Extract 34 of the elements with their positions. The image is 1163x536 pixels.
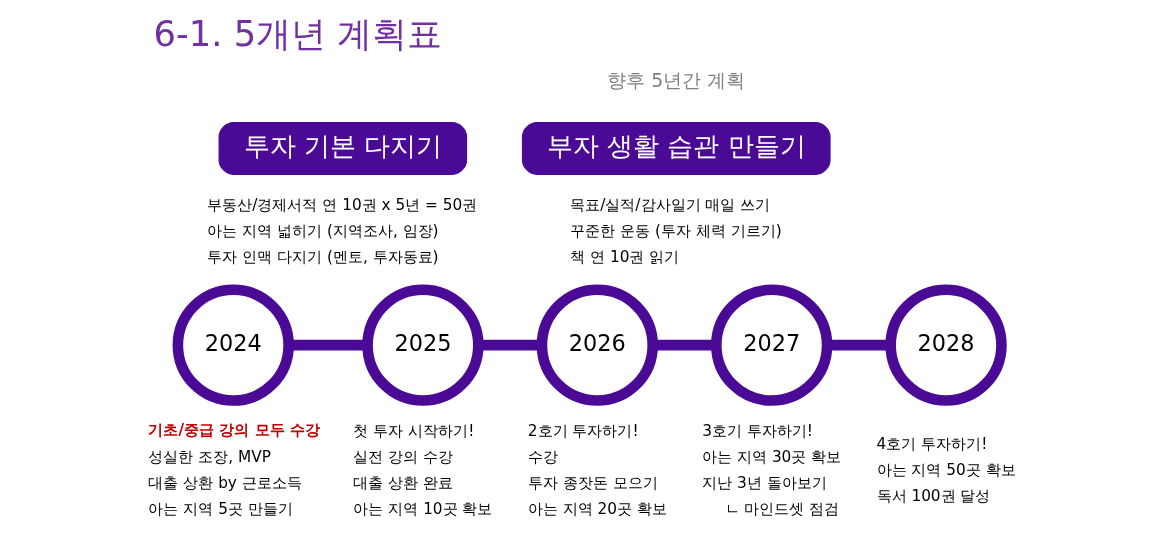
node-label: 아는 지역 50곳 확보 [876,461,1016,480]
node-label: 아는 지역 5곳 만들기 [147,500,293,519]
node-label: 아는 지역 넓히기 (지역조사, 임장) [206,222,439,241]
node-label: 아는 지역 30곳 확보 [701,448,841,467]
label: 향후 5년간 계획 [606,69,745,91]
node-label: 부동산/경제서적 연 10권 x 5년 = 50권 [206,196,477,215]
node-label: 3호기 투자하기! [701,422,813,441]
node-label: 독서 100권 달성 [876,487,990,506]
node-circle: 2028 [884,284,1007,406]
node-label: 2호기 투자하기! [527,422,639,441]
node-label: 아는 지역 10곳 확보 [352,500,492,519]
node-box: 투자 기본 다지기 [218,121,467,175]
node-label: 대출 상환 완료 [352,474,453,493]
node-label: 책 연 10권 읽기 [569,247,679,266]
node-label: 지난 3년 돌아보기 [701,474,827,493]
node-circle: 2027 [710,284,832,406]
diagram-title: 6-1. 5개년 계획표 [153,12,442,54]
node-label: 투자 인맥 다지기 (멘토, 투자동료) [206,247,439,266]
node-label: 대출 상환 by 근로소득 [147,474,302,493]
node-label: 아는 지역 20곳 확보 [527,500,667,519]
node-label: 기초/중급 강의 모두 수강 [147,421,320,440]
node-label: 4호기 투자하기! [876,435,987,454]
node-label: 수강 [527,448,558,467]
node-box: 부자 생활 습관 만들기 [521,121,831,175]
node-label: ㄴ 마인드셋 점검 [724,500,839,519]
node-circle: 2026 [536,284,658,406]
node-label: 목표/실적/감사일기 매일 쓰기 [569,196,770,215]
node-circle: 2025 [361,284,484,406]
node-label: 투자 종잣돈 모으기 [527,474,658,493]
node-label: 꾸준한 운동 (투자 체력 기르기) [569,222,782,241]
node-label: 성실한 조장, MVP [147,448,271,467]
node-label: 첫 투자 시작하기! [352,422,474,441]
node-label: 실전 강의 수강 [352,448,453,467]
node-circle: 2024 [172,284,294,406]
